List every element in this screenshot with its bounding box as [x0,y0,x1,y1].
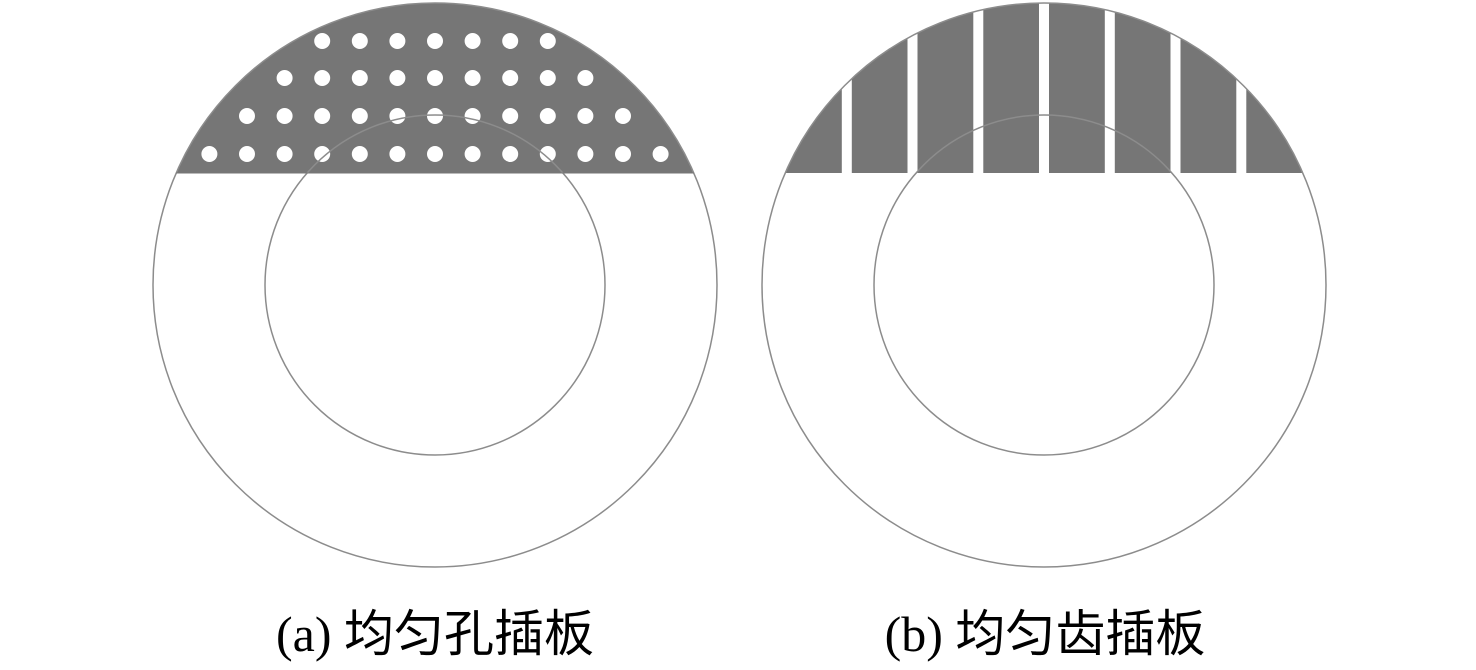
panel-a-inner-circle [264,114,606,456]
caption-panel-a: (a) 均匀孔插板 [276,606,594,662]
panel-a-holes [201,33,669,162]
hole [502,33,519,49]
hole [464,108,481,124]
hole [351,146,368,162]
hole [464,70,481,86]
panel-b-inner-circle [873,114,1215,456]
hole [276,146,293,162]
hole [652,146,669,162]
hole [502,146,519,162]
hole [389,146,406,162]
hole [464,146,481,162]
hole [577,146,594,162]
hole [502,108,519,124]
hole [239,108,255,124]
hole [539,146,556,162]
hole [276,70,293,86]
hole [539,108,556,124]
hole [389,70,406,86]
hole [351,70,368,86]
diagram-figure [152,2,1327,568]
panel-a-outer-circle [152,2,718,568]
panel-b-outer-circle [761,2,1327,568]
tooth [786,88,842,173]
hole [539,70,556,86]
hole [314,146,331,162]
hole [427,70,443,86]
hole [427,33,443,49]
tooth [1114,12,1171,173]
hole [615,146,631,162]
tooth [1180,38,1237,174]
hole [577,70,594,86]
hole [351,108,368,124]
caption-panel-b: (b) 均匀齿插板 [884,606,1206,662]
panel-b-diagram [761,2,1327,568]
hole [502,70,519,86]
tooth [983,3,1039,173]
hole [314,33,331,49]
hole [276,108,293,124]
hole [539,33,556,49]
hole [314,108,331,124]
hole [314,70,331,86]
panel-a-diagram [152,2,718,568]
hole [389,33,406,49]
hole [351,33,368,49]
tooth [917,12,974,173]
hole [615,108,631,124]
panel-b-teeth [786,3,1302,174]
hole [427,146,443,162]
tooth [1246,88,1302,173]
tooth [1049,3,1105,173]
hole [577,108,594,124]
hole [389,108,406,124]
tooth [851,38,908,174]
panel-a-plate-segment [176,3,694,173]
hole [464,33,481,49]
hole [201,146,218,162]
hole [427,108,443,124]
hole [239,146,255,162]
